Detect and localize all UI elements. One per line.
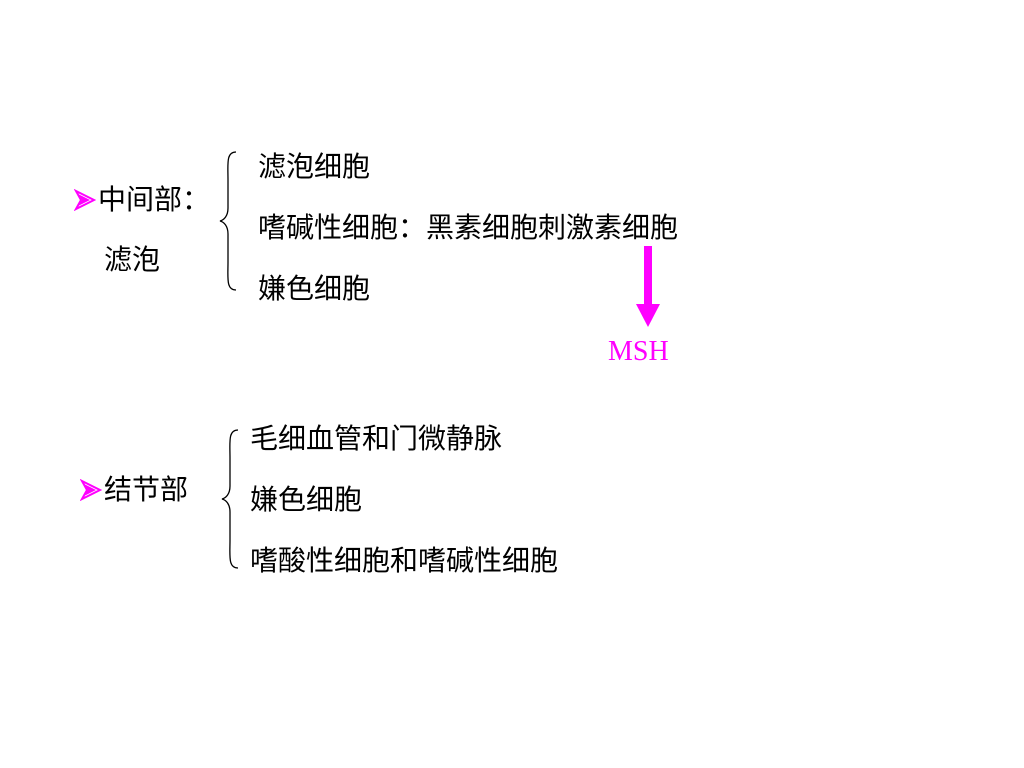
arrow-bullet-icon: [74, 189, 96, 211]
section1-item-follicular-cell: 滤泡细胞: [258, 150, 371, 183]
section2-label: 结节部: [104, 473, 189, 506]
down-arrow-icon: [636, 246, 660, 327]
section1-label-line1: 中间部：: [98, 183, 211, 216]
section1-item-basophil: 嗜碱性细胞：黑素细胞刺激素细胞: [258, 211, 679, 244]
section2-item-chromophobe: 嫌色细胞: [250, 483, 363, 516]
arrow-bullet-icon: [80, 479, 102, 501]
left-curly-brace-icon: [219, 151, 237, 291]
section2-item-capillaries: 毛细血管和门微静脉: [250, 422, 503, 455]
section2-item-acidophil-basophil: 嗜酸性细胞和嗜碱性细胞: [250, 544, 559, 577]
left-curly-brace-icon: [221, 429, 239, 569]
section1-label-line2: 滤泡: [104, 243, 161, 276]
msh-annotation: MSH: [608, 336, 669, 367]
section1-item-chromophobe: 嫌色细胞: [258, 272, 371, 305]
